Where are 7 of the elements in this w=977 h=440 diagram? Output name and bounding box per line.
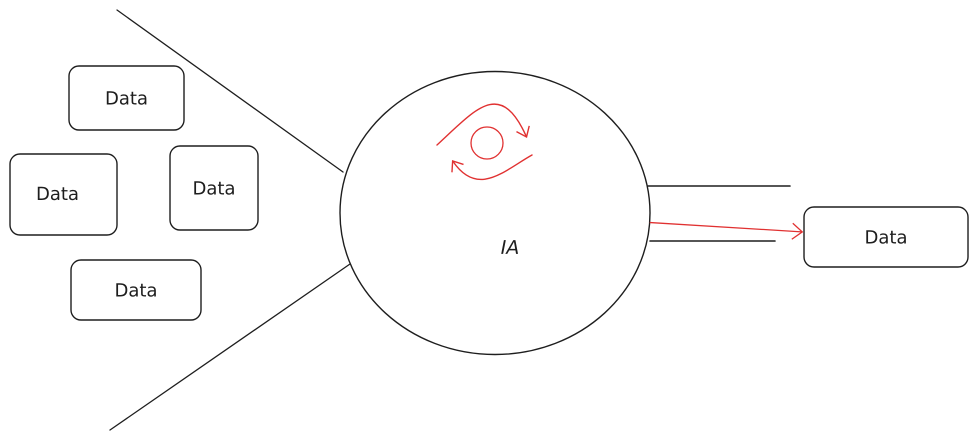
circle-node: IA	[339, 70, 651, 356]
data-box: Data	[70, 259, 202, 321]
data-box: Data	[9, 153, 118, 236]
arrow	[650, 222, 804, 240]
data-box: Data	[803, 206, 969, 268]
data-box: Data	[169, 145, 259, 231]
data-box: Data	[68, 65, 185, 131]
